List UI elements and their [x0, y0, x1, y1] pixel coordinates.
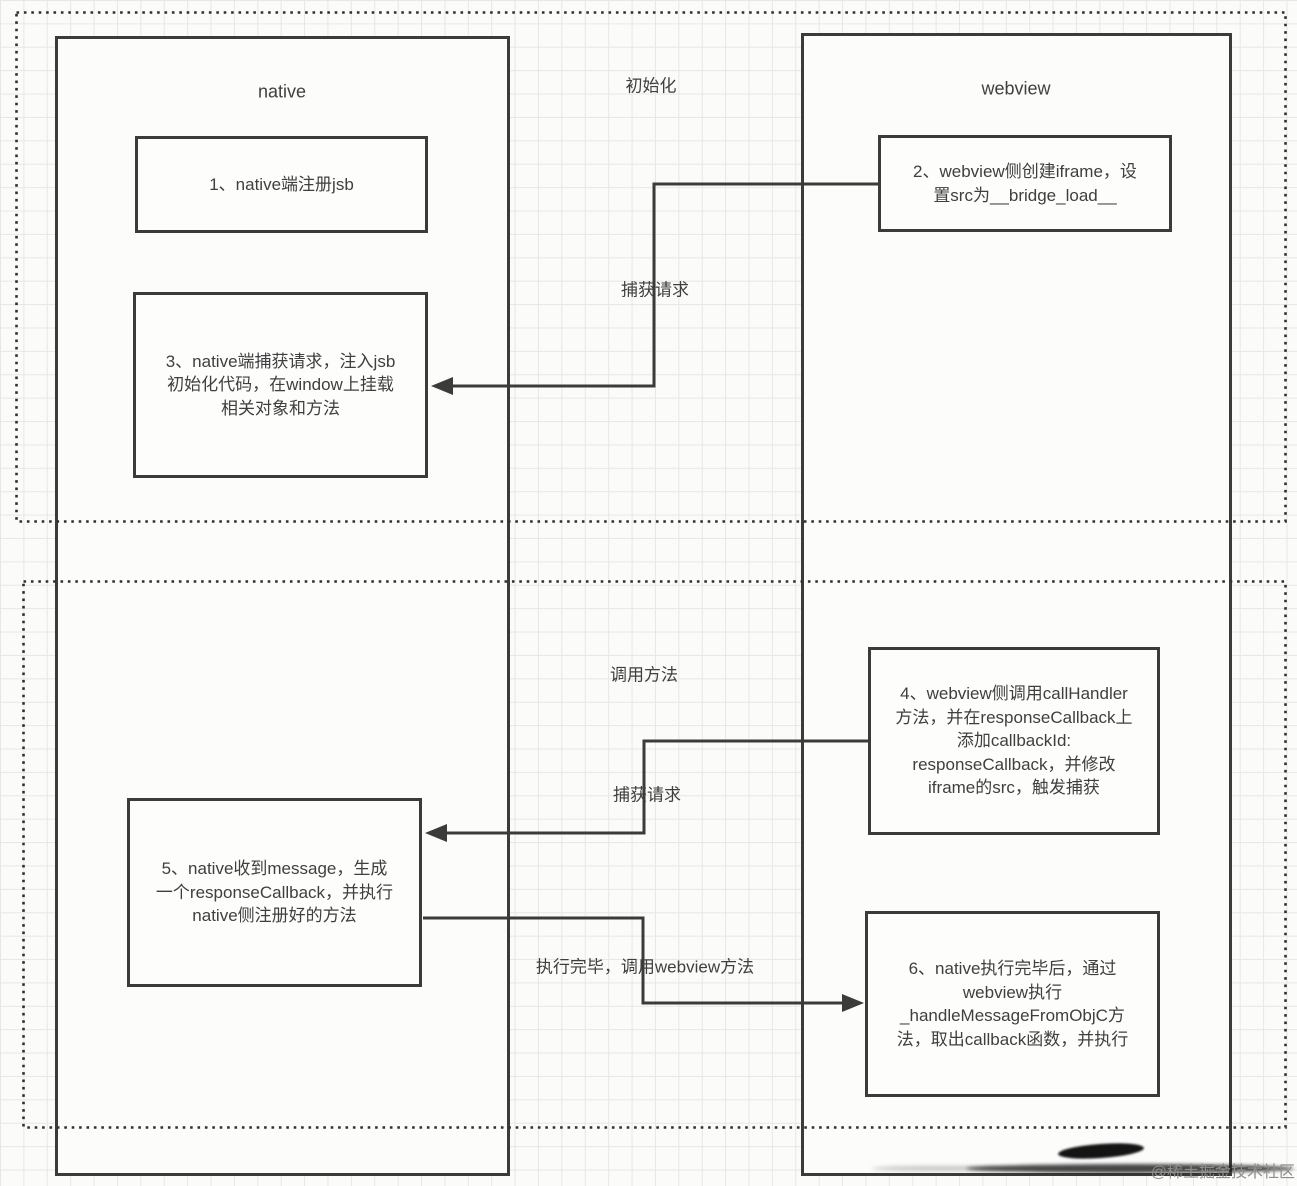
phase-label-call: 调用方法 — [610, 665, 678, 685]
lane-title-native: native — [257, 81, 307, 102]
step-4-text: 4、webview侧调用callHandler 方法，并在responseCal… — [895, 684, 1133, 798]
ink-smear-icon — [966, 1164, 1294, 1173]
arrow-step2-to-step3 — [449, 182, 878, 388]
step-2-box: 2、webview侧创建iframe，设 置src为__bridge_load_… — [878, 135, 1172, 232]
step-1-box: 1、native端注册jsb — [135, 136, 428, 233]
phase-init-region — [15, 11, 1287, 523]
ink-smear-faint-icon — [872, 1166, 1012, 1171]
step-6-text: 6、native执行完毕后，通过 webview执行 _handleMessag… — [896, 959, 1129, 1049]
step-3-text: 3、native端捕获请求，注入jsb 初始化代码，在window上挂载 相关对… — [165, 351, 396, 418]
step-6-box: 6、native执行完毕后，通过 webview执行 _handleMessag… — [865, 911, 1160, 1097]
arrowhead-step4-to-step5 — [425, 824, 447, 842]
phase-call-region — [22, 580, 1287, 1129]
edge-label-capture-request-top: 捕获请求 — [621, 280, 689, 300]
edge-label-capture-request-bottom: 捕获请求 — [613, 785, 681, 805]
step-1-text: 1、native端注册jsb — [209, 174, 354, 194]
watermark: @稀土掘金技术社区 — [1150, 1164, 1295, 1181]
step-5-box: 5、native收到message，生成 一个responseCallback，… — [127, 798, 422, 987]
edge-label-done-call-webview: 执行完毕，调用webview方法 — [535, 957, 755, 977]
lane-title-webview: webview — [981, 78, 1051, 99]
phase-label-init: 初始化 — [625, 76, 677, 96]
step-3-box: 3、native端捕获请求，注入jsb 初始化代码，在window上挂载 相关对… — [133, 292, 428, 478]
arrow-step5-to-step6 — [423, 916, 847, 1005]
step-5-text: 5、native收到message，生成 一个responseCallback，… — [155, 859, 394, 926]
step-4-box: 4、webview侧调用callHandler 方法，并在responseCal… — [868, 647, 1160, 835]
arrow-step4-to-step5 — [443, 739, 868, 835]
arrowhead-step2-to-step3 — [431, 377, 453, 395]
step-2-text: 2、webview侧创建iframe，设 置src为__bridge_load_… — [913, 162, 1137, 205]
arrowhead-step5-to-step6 — [842, 994, 864, 1012]
